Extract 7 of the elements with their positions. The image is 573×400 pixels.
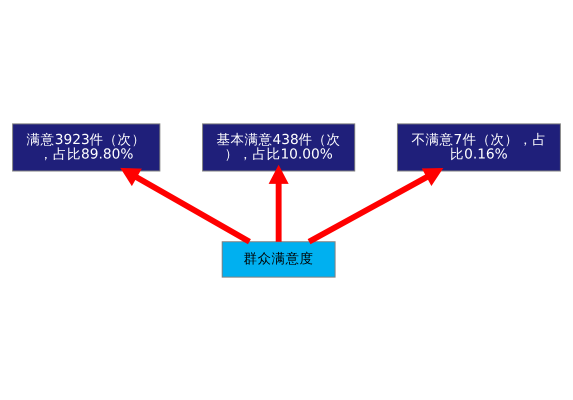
- arrow: [268, 164, 289, 242]
- arrow: [308, 168, 444, 244]
- node-box: 基本满意438件（次），占比10.00%: [202, 122, 356, 172]
- node-box: 群众满意度: [222, 240, 336, 278]
- node-box: 不满意7件（次），占比0.16%: [396, 122, 561, 172]
- arrow: [120, 167, 251, 244]
- node-box: 满意3923件（次），占比89.80%: [12, 122, 160, 172]
